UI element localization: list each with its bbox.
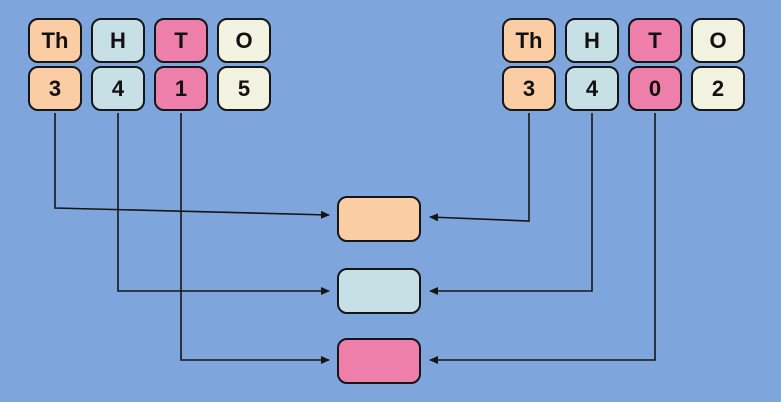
arrow-left-tens: [180, 113, 330, 364]
right-value-hundreds: 4: [565, 66, 619, 111]
right-header-tens: T: [628, 18, 682, 63]
arrow-left-hundreds: [117, 113, 330, 295]
right-header-ones: O: [691, 18, 745, 63]
hundreds-sum-box: [337, 268, 421, 314]
left-value-thousands: 3: [28, 66, 82, 111]
right-header-hundreds: H: [565, 18, 619, 63]
tens-sum-box: [337, 338, 421, 384]
right-value-ones: 2: [691, 66, 745, 111]
arrow-right-tens: [429, 113, 656, 364]
left-header-hundreds: H: [91, 18, 145, 63]
left-value-ones: 5: [217, 66, 271, 111]
right-header-thousands: Th: [502, 18, 556, 63]
left-value-tens: 1: [154, 66, 208, 111]
left-header-thousands: Th: [28, 18, 82, 63]
arrow-left-thousands: [54, 113, 330, 219]
left-header-tens: T: [154, 18, 208, 63]
right-value-tens: 0: [628, 66, 682, 111]
thousands-sum-box: [337, 196, 421, 242]
arrow-right-hundreds: [429, 113, 593, 295]
left-value-hundreds: 4: [91, 66, 145, 111]
left-header-ones: O: [217, 18, 271, 63]
right-value-thousands: 3: [502, 66, 556, 111]
arrow-right-thousands: [429, 113, 530, 222]
